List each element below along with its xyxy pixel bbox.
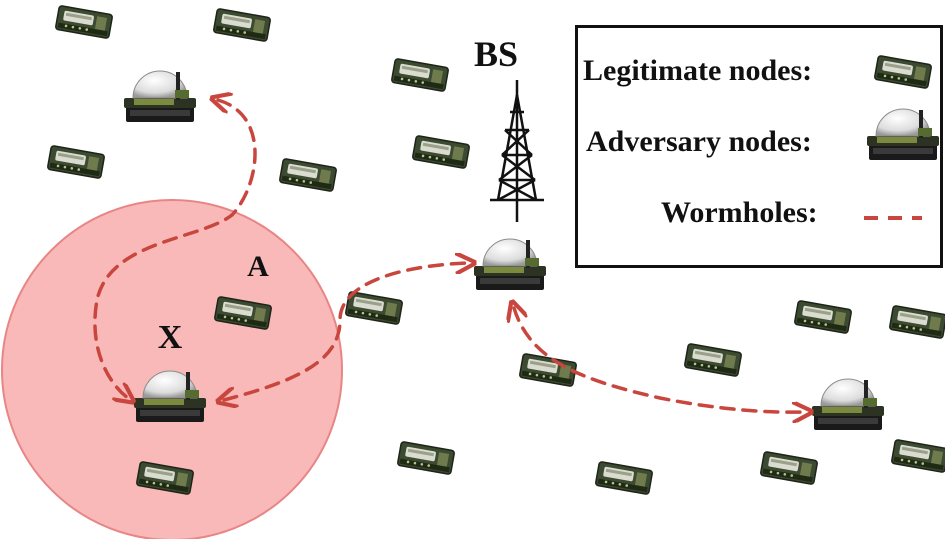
- legend-legitimate-icon: [873, 54, 933, 90]
- legend-adversary-icon: [866, 108, 940, 161]
- legend-wormholes-label: Wormholes:: [661, 196, 818, 229]
- legend-adversary-label: Adversary nodes:: [586, 125, 812, 158]
- node-a-label: A: [247, 250, 269, 283]
- wormhole-link: [224, 263, 468, 400]
- node-x-label: X: [158, 319, 183, 356]
- legend-legitimate-label: Legitimate nodes:: [583, 54, 813, 87]
- wormhole-link: [93, 100, 257, 398]
- wormhole-link: [514, 308, 805, 412]
- base-station-label: BS: [474, 34, 518, 74]
- base-station-tower: [490, 80, 544, 222]
